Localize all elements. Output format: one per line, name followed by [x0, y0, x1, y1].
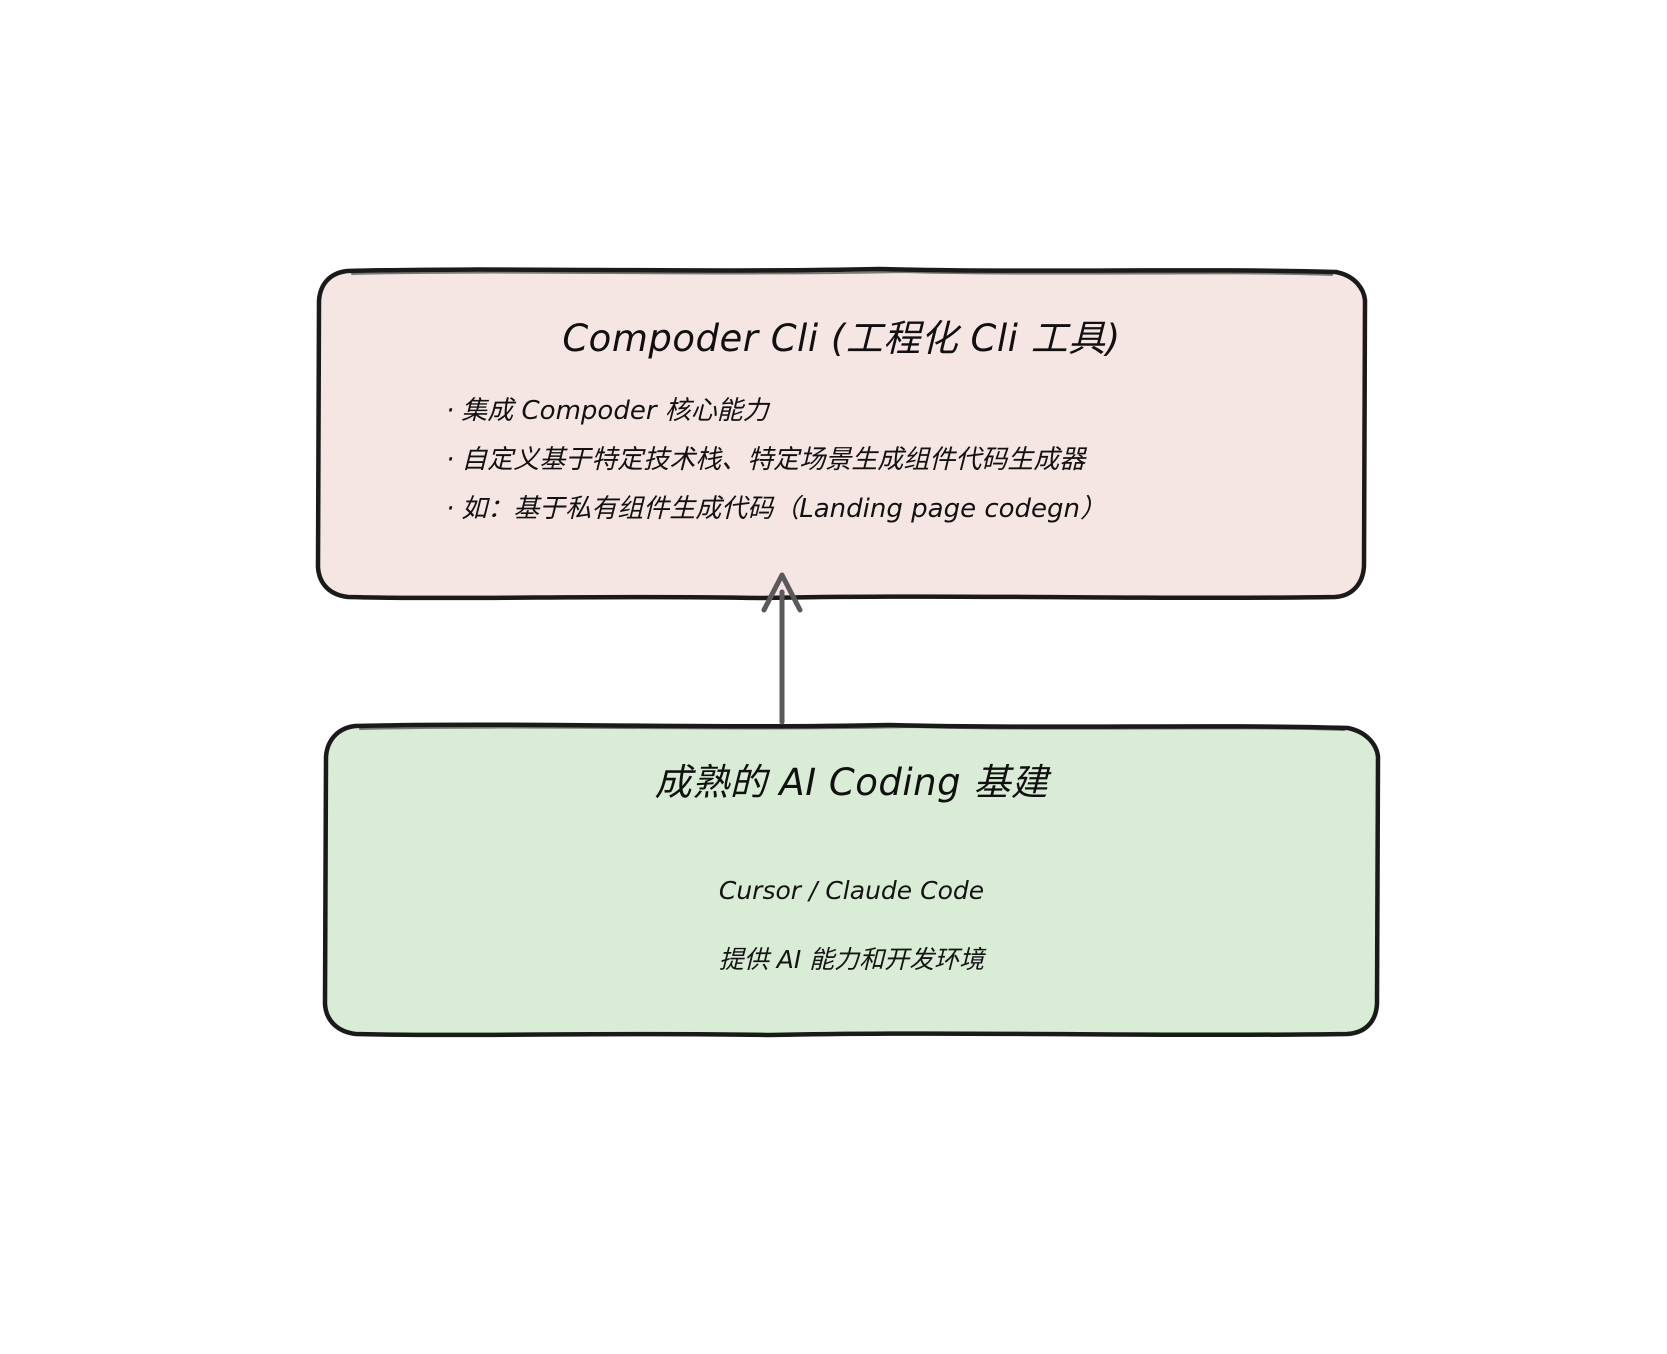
list-item: · 集成 Compoder 核心能力 — [446, 398, 1106, 424]
bullet-text: 如：基于私有组件生成代码（Landing page codegn） — [461, 494, 1107, 524]
compoder-cli-title: Compoder Cli (工程化 Cli 工具) — [562, 317, 1121, 360]
connector-arrow-head — [761, 572, 803, 613]
ai-coding-title: 成熟的 AI Coding 基建 — [654, 761, 1049, 804]
compoder-cli-bullet-list: · 集成 Compoder 核心能力 · 自定义基于特定技术栈、特定场景生成组件… — [446, 398, 1106, 545]
list-item: · 自定义基于特定技术栈、特定场景生成组件代码生成器 — [446, 447, 1106, 473]
ai-coding-box-sketch-accent — [359, 725, 1345, 731]
node-compoder-cli[interactable]: Compoder Cli (工程化 Cli 工具) · 集成 Compoder … — [318, 270, 1365, 598]
bullet-text: 自定义基于特定技术栈、特定场景生成组件代码生成器 — [461, 445, 1086, 475]
compoder-cli-box-outline — [315, 266, 1368, 601]
ai-coding-box-outline — [322, 722, 1381, 1038]
bullet-dot-icon: · — [446, 494, 455, 524]
ai-coding-capability-line: 提供 AI 能力和开发环境 — [718, 945, 985, 974]
bullet-dot-icon: · — [446, 396, 455, 426]
bullet-text: 集成 Compoder 核心能力 — [461, 396, 769, 426]
bullet-dot-icon: · — [446, 445, 455, 475]
compoder-cli-box-sketch-accent — [351, 270, 1333, 276]
ai-coding-tools-line: Cursor / Claude Code — [718, 876, 985, 905]
node-ai-coding[interactable]: 成熟的 AI Coding 基建 Cursor / Claude Code 提供… — [325, 725, 1378, 1035]
list-item: · 如：基于私有组件生成代码（Landing page codegn） — [446, 496, 1106, 522]
